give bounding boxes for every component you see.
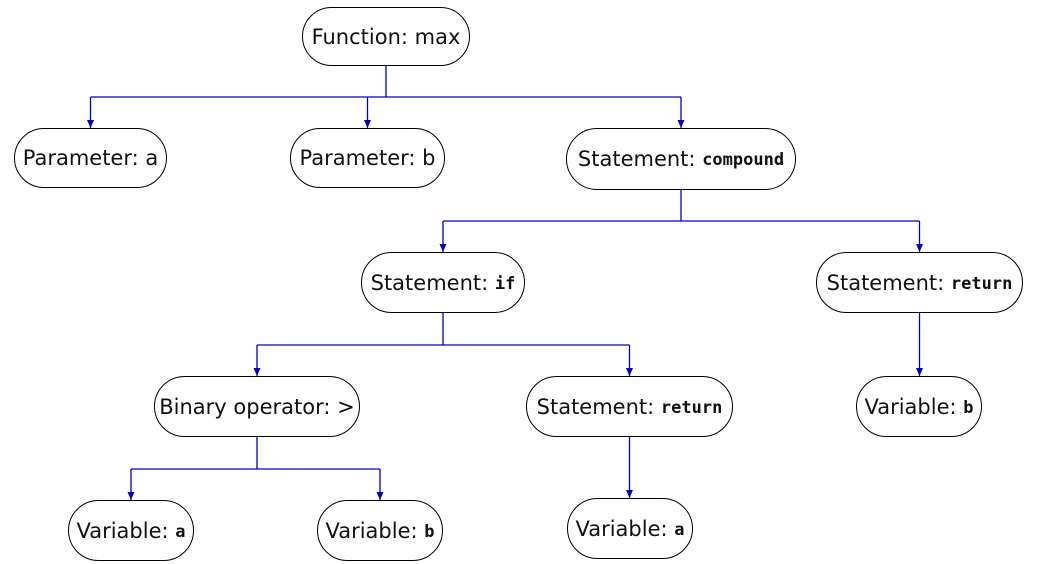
edge-arrowhead — [626, 490, 633, 498]
node-parameter-b: Parameter: b — [290, 128, 445, 188]
node-binary-operator: Binary operator: > — [154, 376, 360, 437]
edge-arrowhead — [626, 368, 633, 376]
node-kind-label: Statement: — [370, 270, 489, 295]
node-value-label: b — [422, 146, 436, 170]
edge-arrowhead — [916, 368, 923, 376]
node-kind-label: Variable: — [575, 516, 668, 541]
node-value-label: b — [963, 397, 974, 418]
edge-arrowhead — [916, 244, 923, 252]
node-value-label: > — [337, 394, 355, 419]
node-kind-label: Statement: — [826, 270, 945, 295]
node-value-label: b — [424, 521, 435, 542]
edge-arrowhead — [677, 120, 685, 128]
node-kind-label: Parameter: — [22, 146, 139, 170]
node-kind-label: Function: — [311, 24, 408, 49]
edge-arrowhead — [127, 492, 135, 500]
node-variable-b: Variable: b — [317, 500, 443, 561]
node-value-label: max — [414, 24, 461, 49]
edge-arrowhead — [253, 368, 261, 376]
node-value-label: a — [674, 519, 685, 540]
node-variable-b: Variable: b — [856, 376, 982, 437]
node-kind-label: Statement: — [536, 394, 655, 419]
edge-arrowhead — [376, 492, 384, 500]
node-statement-if: Statement: if — [361, 252, 525, 313]
node-variable-a: Variable: a — [68, 500, 194, 561]
node-value-label: a — [175, 521, 186, 542]
node-value-label: a — [145, 146, 159, 170]
node-value-label: return — [660, 397, 723, 418]
edge-arrowhead — [439, 244, 447, 252]
node-kind-label: Variable: — [325, 518, 418, 543]
node-kind-label: Parameter: — [299, 146, 416, 170]
node-value-label: compound — [702, 150, 785, 170]
node-kind-label: Variable: — [76, 518, 169, 543]
node-kind-label: Binary operator: — [159, 394, 331, 419]
node-statement-return: Statement: return — [816, 252, 1023, 313]
node-variable-a: Variable: a — [567, 498, 693, 559]
edge-arrowhead — [364, 120, 371, 128]
node-kind-label: Statement: — [577, 147, 696, 171]
node-value-label: return — [950, 273, 1013, 294]
node-value-label: if — [494, 273, 516, 294]
node-statement-return: Statement: return — [526, 376, 733, 437]
node-function-max: Function: max — [302, 7, 470, 66]
node-parameter-a: Parameter: a — [14, 128, 167, 188]
node-kind-label: Variable: — [864, 394, 957, 419]
node-statement-compound: Statement: compound — [566, 128, 796, 190]
edge-arrowhead — [87, 120, 94, 128]
